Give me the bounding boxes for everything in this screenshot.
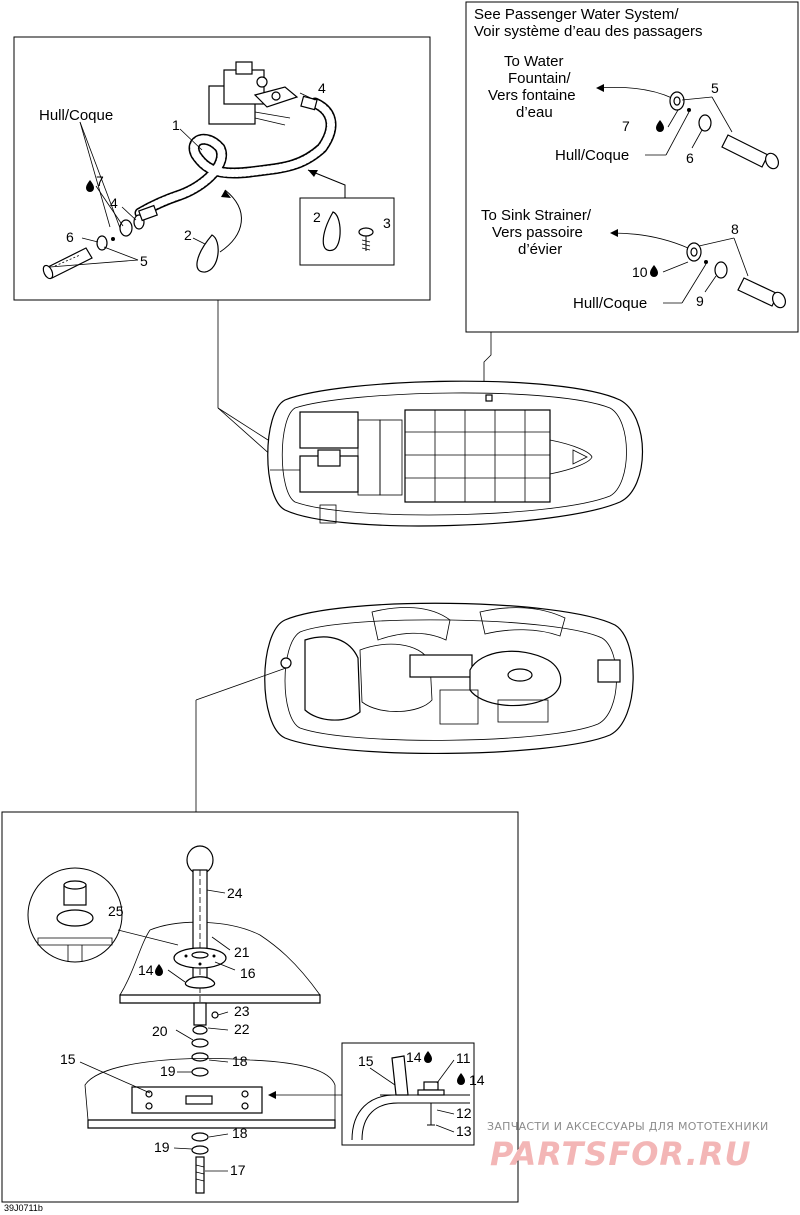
to-water-line3: Vers fontaine bbox=[488, 87, 576, 104]
callout-24: 24 bbox=[227, 885, 243, 901]
droplet-icon bbox=[656, 120, 664, 132]
callout-1: 1 bbox=[172, 117, 180, 133]
callout-8: 8 bbox=[731, 221, 739, 237]
callout-7-right: 7 bbox=[622, 118, 630, 134]
hull-label-right-1: Hull/Coque bbox=[555, 147, 629, 164]
callout-2b: 2 bbox=[313, 209, 321, 225]
callout-12: 12 bbox=[456, 1105, 472, 1121]
panel-bottom: 24 25 21 14 16 23 22 20 15 18 19 18 19 1… bbox=[1, 811, 519, 1203]
to-water-line4: d’eau bbox=[516, 104, 553, 121]
deck-grid bbox=[404, 409, 551, 503]
callout-2a: 2 bbox=[184, 227, 192, 243]
panel-top-right-frame bbox=[465, 1, 799, 333]
callout-16: 16 bbox=[240, 965, 256, 981]
pump-assembly bbox=[208, 61, 299, 126]
watermark-tagline: ЗАПЧАСТИ И АКСЕССУАРЫ ДЛЯ МОТОТЕХНИКИ bbox=[487, 1120, 769, 1133]
callout-22: 22 bbox=[234, 1021, 250, 1037]
title-line1: See Passenger Water System/ bbox=[474, 6, 679, 23]
to-sink-line1: To Sink Strainer/ bbox=[481, 207, 592, 224]
callout-18a: 18 bbox=[232, 1053, 248, 1069]
callout-5-left: 5 bbox=[140, 253, 148, 269]
callout-14-bottom: 14 bbox=[138, 962, 154, 978]
callout-25: 25 bbox=[108, 903, 124, 919]
corrugated-hose bbox=[134, 95, 337, 219]
callout-23: 23 bbox=[234, 1003, 250, 1019]
watermark-logo: PARTSFOR.RU bbox=[490, 1135, 751, 1173]
callout-9: 9 bbox=[696, 293, 704, 309]
callout-15-inset: 15 bbox=[358, 1053, 374, 1069]
hardware-inset bbox=[299, 197, 395, 266]
boat-deck-bottom bbox=[195, 602, 634, 812]
droplet-icon bbox=[650, 265, 658, 277]
panel-top-left-frame bbox=[13, 36, 431, 301]
hull-label-right-2: Hull/Coque bbox=[573, 295, 647, 312]
left-fittings bbox=[42, 204, 158, 280]
to-water-line1: To Water bbox=[504, 53, 563, 70]
detail-inset: 15 14 11 14 12 13 bbox=[341, 1042, 485, 1146]
callout-5-right: 5 bbox=[711, 80, 719, 96]
detail-circle bbox=[27, 867, 123, 963]
callout-10: 10 bbox=[632, 264, 648, 280]
callout-17: 17 bbox=[230, 1162, 246, 1178]
panel-top-left: Hull/Coque 1 4 4 7 6 5 2 2 3 bbox=[13, 36, 431, 466]
droplet-icon bbox=[457, 1073, 465, 1085]
callout-6-right: 6 bbox=[686, 150, 694, 166]
callout-3: 3 bbox=[383, 215, 391, 231]
diagram-id: 39J0711b bbox=[4, 1203, 43, 1213]
callout-7-left: 7 bbox=[96, 173, 104, 189]
panel-top-right: See Passenger Water System/ Voir système… bbox=[465, 1, 799, 397]
callout-14-inset-a: 14 bbox=[406, 1049, 422, 1065]
detail-inset-frame bbox=[341, 1042, 475, 1146]
callout-11: 11 bbox=[456, 1050, 471, 1066]
callout-14-inset-b: 14 bbox=[469, 1072, 485, 1088]
to-sink-line2: Vers passoire bbox=[492, 224, 583, 241]
callout-6-left: 6 bbox=[66, 229, 74, 245]
droplet-icon bbox=[86, 180, 94, 192]
callout-4b: 4 bbox=[110, 195, 118, 211]
title-line2: Voir système d’eau des passagers bbox=[474, 23, 702, 40]
droplet-icon bbox=[424, 1051, 432, 1063]
to-water-line2: Fountain/ bbox=[508, 70, 571, 87]
callout-21: 21 bbox=[234, 944, 250, 960]
callout-18b: 18 bbox=[232, 1125, 248, 1141]
callout-19b: 19 bbox=[154, 1139, 170, 1155]
boat-hull-top bbox=[267, 380, 644, 527]
callout-13: 13 bbox=[456, 1123, 472, 1139]
watermark: ЗАПЧАСТИ И АКСЕССУАРЫ ДЛЯ МОТОТЕХНИКИ PA… bbox=[487, 1120, 769, 1173]
hull-label-left: Hull/Coque bbox=[39, 107, 113, 124]
callout-19a: 19 bbox=[160, 1063, 176, 1079]
cable-tie bbox=[196, 234, 219, 273]
callout-20: 20 bbox=[152, 1023, 168, 1039]
callout-4a: 4 bbox=[318, 80, 326, 96]
to-sink-line3: d’évier bbox=[518, 241, 562, 258]
screw-part-3 bbox=[358, 227, 374, 251]
droplet-icon bbox=[155, 964, 163, 976]
callout-15: 15 bbox=[60, 1051, 76, 1067]
panel-bottom-frame bbox=[1, 811, 519, 1203]
